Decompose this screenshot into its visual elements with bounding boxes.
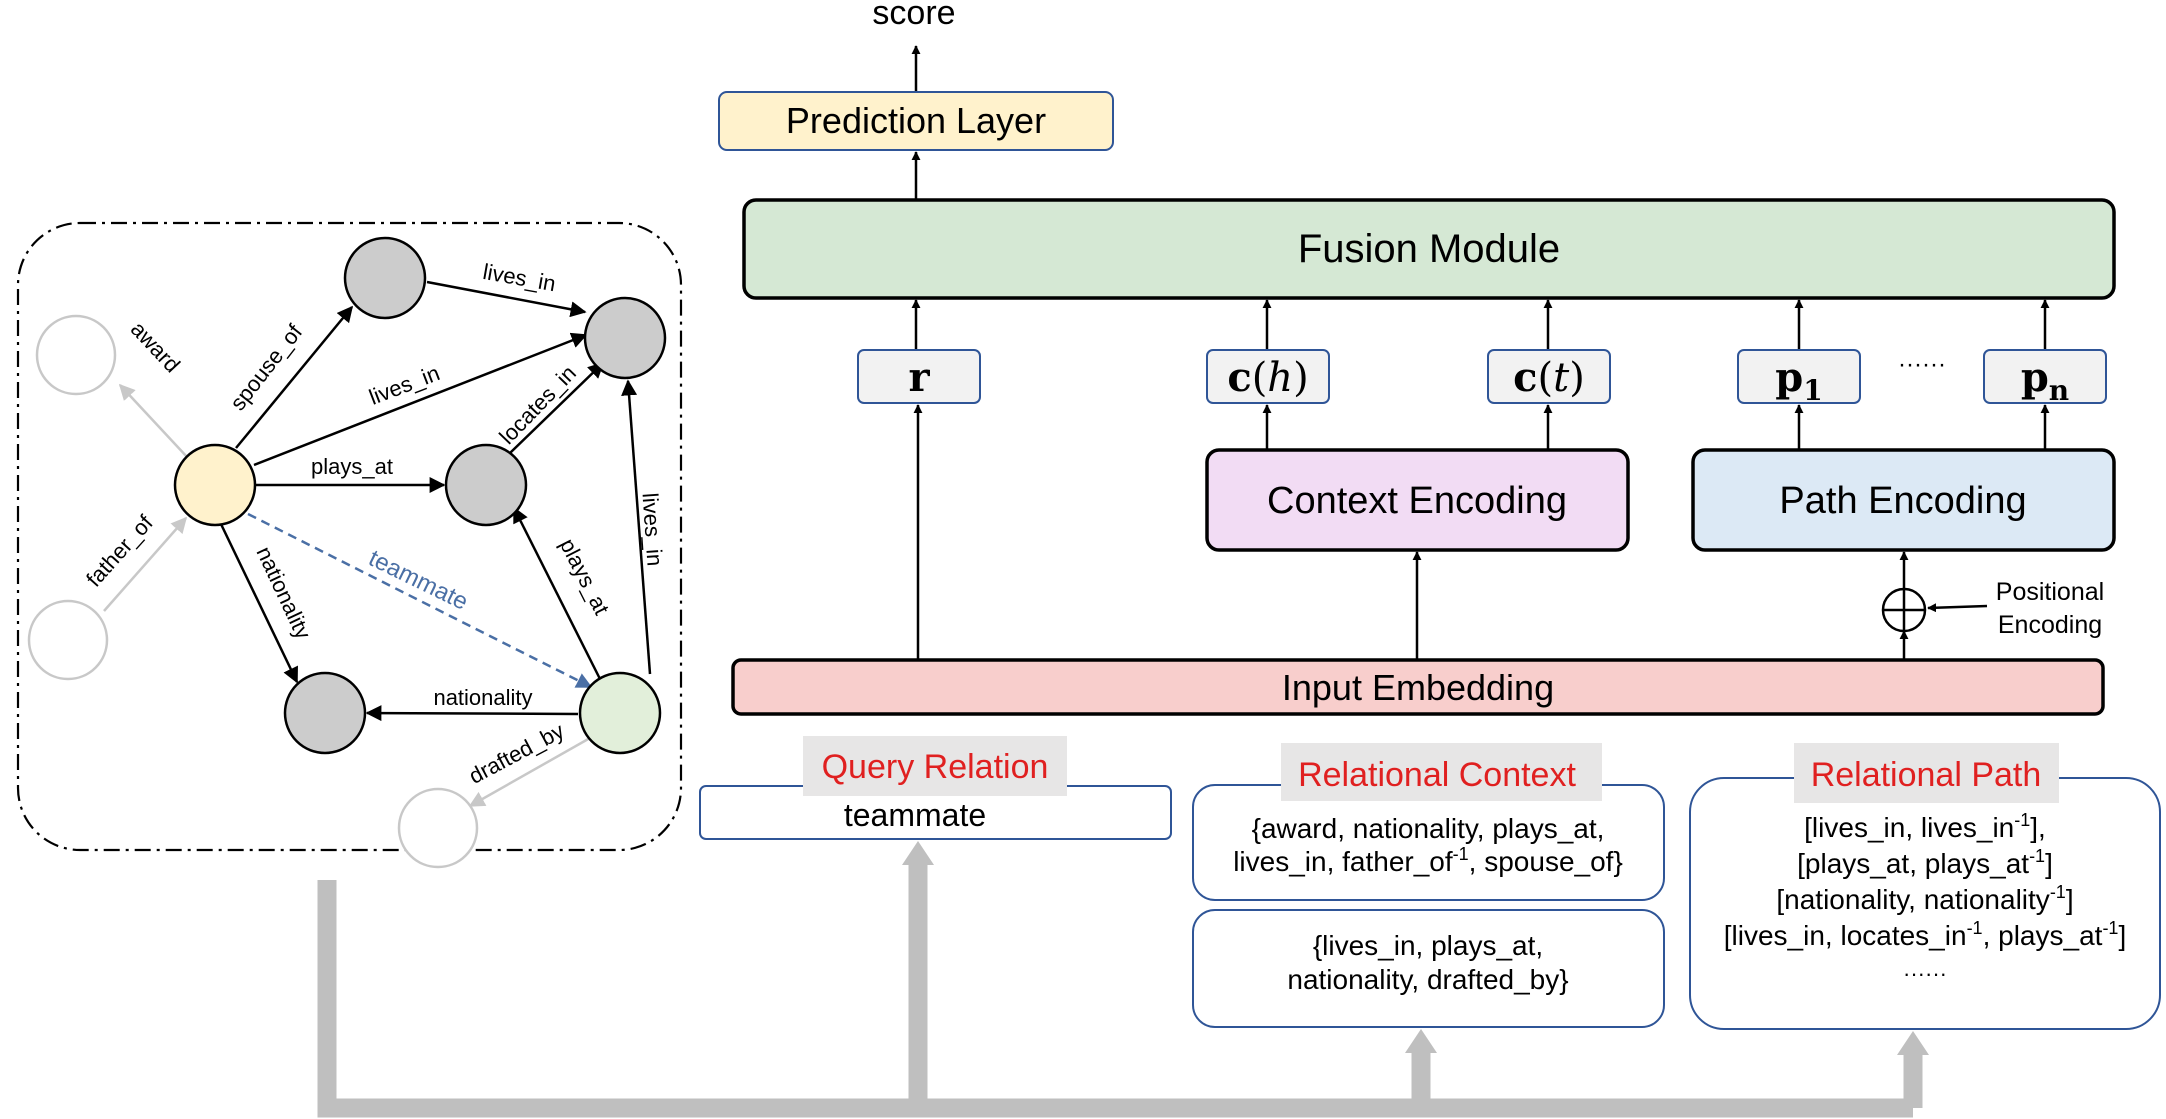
knowledge-graph: award spouse_of lives_in lives_in plays_… [16,221,683,869]
edge-drafted-by [468,736,591,808]
relational-path-line: ······ [1903,961,1947,986]
entity-node-spouse [343,236,427,320]
edge-label-lives-in-mid: lives_in [366,360,443,410]
head-entity-node [173,443,257,527]
connector-arrow-path [1897,1031,1929,1055]
tail-entity-node [578,671,662,755]
relational-path-line: [plays_at, plays_at-1] [1797,846,2053,879]
vector-pn-label: pn [2021,354,2069,407]
input-connectors [317,841,1929,1118]
relational-path-line: [lives_in, locates_in-1, plays_at-1] [1724,918,2126,951]
vector-ch-box [1206,349,1330,404]
edge-lives-in-mid [253,332,588,467]
edge-label-drafted-by: drafted_by [465,718,569,789]
faded-node-award [35,314,117,396]
edge-label-award: award [126,316,185,377]
path-encoding-label: Path Encoding [1779,480,2026,522]
input-embedding-label: Input Embedding [1282,667,1554,708]
edge-award [118,383,189,459]
relational-context-tail-line2: nationality, drafted_by} [1287,964,1568,995]
edge-spouse-of [235,305,354,449]
query-relation-title-bg [803,736,1067,796]
fusion-module-label: Fusion Module [1298,227,1560,271]
vector-r-box [857,349,981,404]
relational-context-title-bg [1281,743,1602,801]
relational-path-line: [lives_in, lives_in-1], [1804,810,2046,843]
input-embedding-box [731,658,2105,716]
query-relation-value: teammate [844,797,986,833]
model-architecture: score Prediction Layer Fusion Module r c… [718,0,2116,716]
entity-node-country [283,671,367,755]
vector-r-label: r [908,354,930,401]
connector-trunk [317,880,1913,1118]
edge-lives-in-top [426,280,587,318]
relational-path-line: [nationality, nationality-1] [1776,882,2073,915]
connector-arrow-query [902,841,934,865]
positional-encoding-label-2: Encoding [1998,611,2102,639]
prediction-layer-box [718,91,1114,151]
relational-context-tail-line1: {lives_in, plays_at, [1313,930,1543,961]
query-relation-title: Query Relation [822,748,1049,786]
score-label: score [872,0,955,32]
entity-node-team [444,443,528,527]
vector-p1-label: p1 [1775,354,1822,407]
path-encoding-box [1691,448,2116,552]
relational-path-lines: [lives_in, lives_in-1],[plays_at, plays_… [1724,810,2126,986]
edge-teammate [247,512,593,689]
relational-context-tail-box [1192,909,1665,1028]
vector-ct-box [1487,349,1611,404]
vector-ct-label: c(t) [1513,354,1585,401]
relational-path-title-bg [1794,743,2059,803]
edge-label-nationality-h: nationality [433,685,532,710]
connector-arrow-context [1405,1029,1437,1053]
edge-label-plays-at: plays_at [311,454,393,479]
vector-p1-box [1737,349,1861,404]
prediction-layer-label: Prediction Layer [786,100,1046,141]
edge-father-of [103,516,188,612]
context-encoding-box [1205,448,1630,552]
positional-encoding-label-1: Positional [1996,578,2104,606]
vector-pn-box [1983,349,2107,404]
edge-label-spouse-of: spouse_of [225,319,308,415]
edge-label-teammate: teammate [364,545,472,616]
relational-path-title: Relational Path [1811,756,2042,794]
faded-node-drafted [397,787,479,869]
context-encoding-label: Context Encoding [1267,480,1567,522]
vector-ellipsis: ······ [1898,351,1946,378]
edge-label-lives-in-vert: lives_in [637,492,667,567]
edge-nationality-diag [218,521,299,684]
edge-label-lives-in-top: lives_in [481,259,558,296]
vector-ch-label: c(h) [1227,354,1308,401]
arrow-positional-to-add [1927,603,1988,613]
edge-label-locates-in: locates_in [494,360,581,449]
edge-nationality-h [365,705,579,722]
edge-label-father-of: father_of [81,510,158,592]
edge-label-nationality: nationality [252,543,317,643]
relational-context-head-line1: {award, nationality, plays_at, [1252,813,1605,844]
fusion-module-box [742,198,2116,300]
edge-plays-at-diag [512,506,603,682]
inputs: Query Relation teammate Relational Conte… [699,736,2161,1030]
faded-node-father [27,599,109,681]
edge-locates-in [509,361,605,454]
entity-node-location [583,296,667,380]
relational-context-head-line2: lives_in, father_of-1, spouse_of} [1233,844,1623,877]
relational-context-title: Relational Context [1298,756,1576,794]
edge-lives-in-vert [621,379,652,675]
